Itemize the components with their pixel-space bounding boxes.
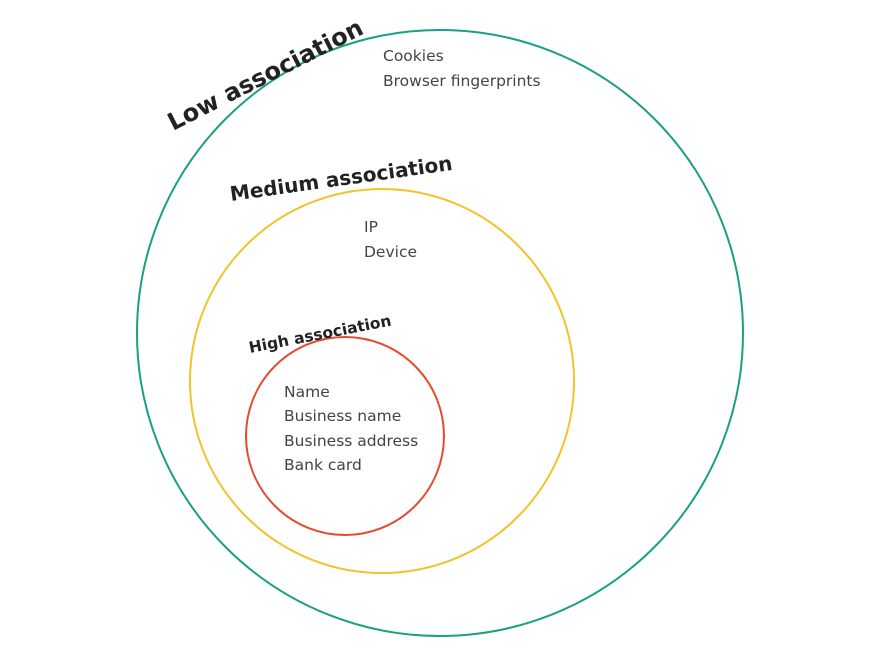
- medium-association-label: Medium association: [228, 151, 453, 206]
- low-association-item: Browser fingerprints: [383, 72, 541, 90]
- low-association-circle: [136, 29, 744, 637]
- high-association-item: Business name: [284, 407, 401, 425]
- medium-association-ring: Medium association IP Device: [189, 151, 575, 574]
- high-association-item: Name: [284, 383, 330, 401]
- high-association-item: Business address: [284, 432, 418, 450]
- low-association-ring: Low association Cookies Browser fingerpr…: [136, 14, 744, 637]
- medium-association-item: IP: [364, 218, 378, 236]
- high-association-ring: High association Name Business name Busi…: [245, 312, 445, 536]
- low-association-item: Cookies: [383, 47, 444, 65]
- medium-association-circle: [189, 188, 575, 574]
- high-association-circle: [245, 336, 445, 536]
- low-association-label: Low association: [163, 14, 368, 137]
- high-association-item: Bank card: [284, 456, 362, 474]
- medium-association-item: Device: [364, 243, 417, 261]
- high-association-label: High association: [247, 312, 393, 357]
